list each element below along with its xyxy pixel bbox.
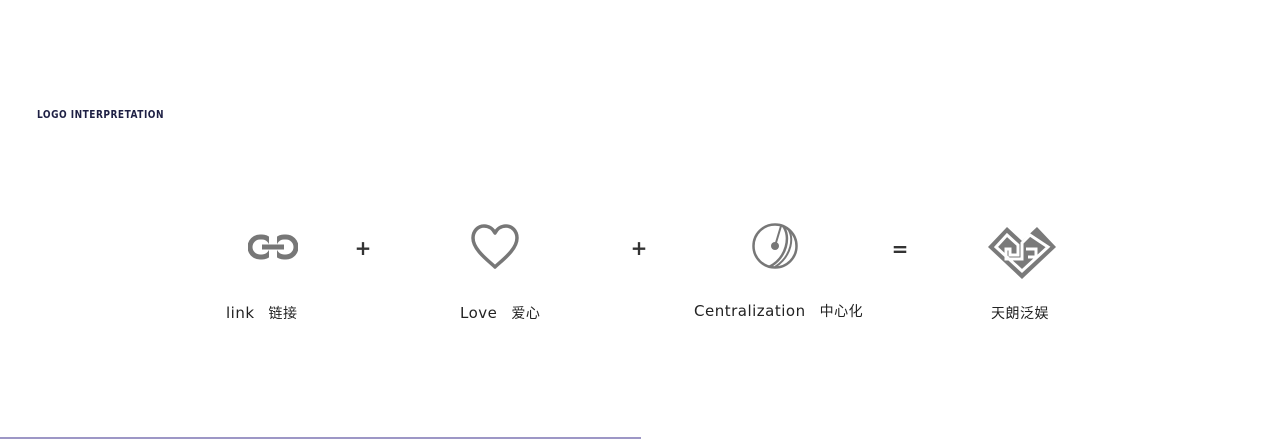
link-label-cn: 链接 (268, 306, 298, 322)
centralization-label-en: Centralization (694, 302, 806, 320)
heart-icon (470, 223, 520, 271)
link-label-en: link (226, 304, 255, 322)
centralization-caption: Centralization 中心化 (694, 301, 863, 321)
link-icon (248, 233, 298, 261)
plus-operator-2: + (630, 236, 648, 260)
link-caption: link 链接 (226, 303, 298, 323)
centralization-icon (751, 222, 799, 270)
love-label-en: Love (460, 304, 498, 322)
section-title: LOGO INTERPRETATION (37, 108, 164, 121)
bottom-divider (0, 437, 641, 439)
brand-label-cn: 天朗泛娱 (991, 306, 1049, 322)
brand-caption: 天朗泛娱 (991, 303, 1049, 323)
plus-operator-1: + (354, 236, 372, 260)
centralization-label-cn: 中心化 (819, 304, 864, 320)
love-label-cn: 爱心 (511, 306, 541, 322)
brand-logo (986, 221, 1058, 281)
equals-operator: = (891, 237, 909, 261)
love-caption: Love 爱心 (460, 303, 540, 323)
